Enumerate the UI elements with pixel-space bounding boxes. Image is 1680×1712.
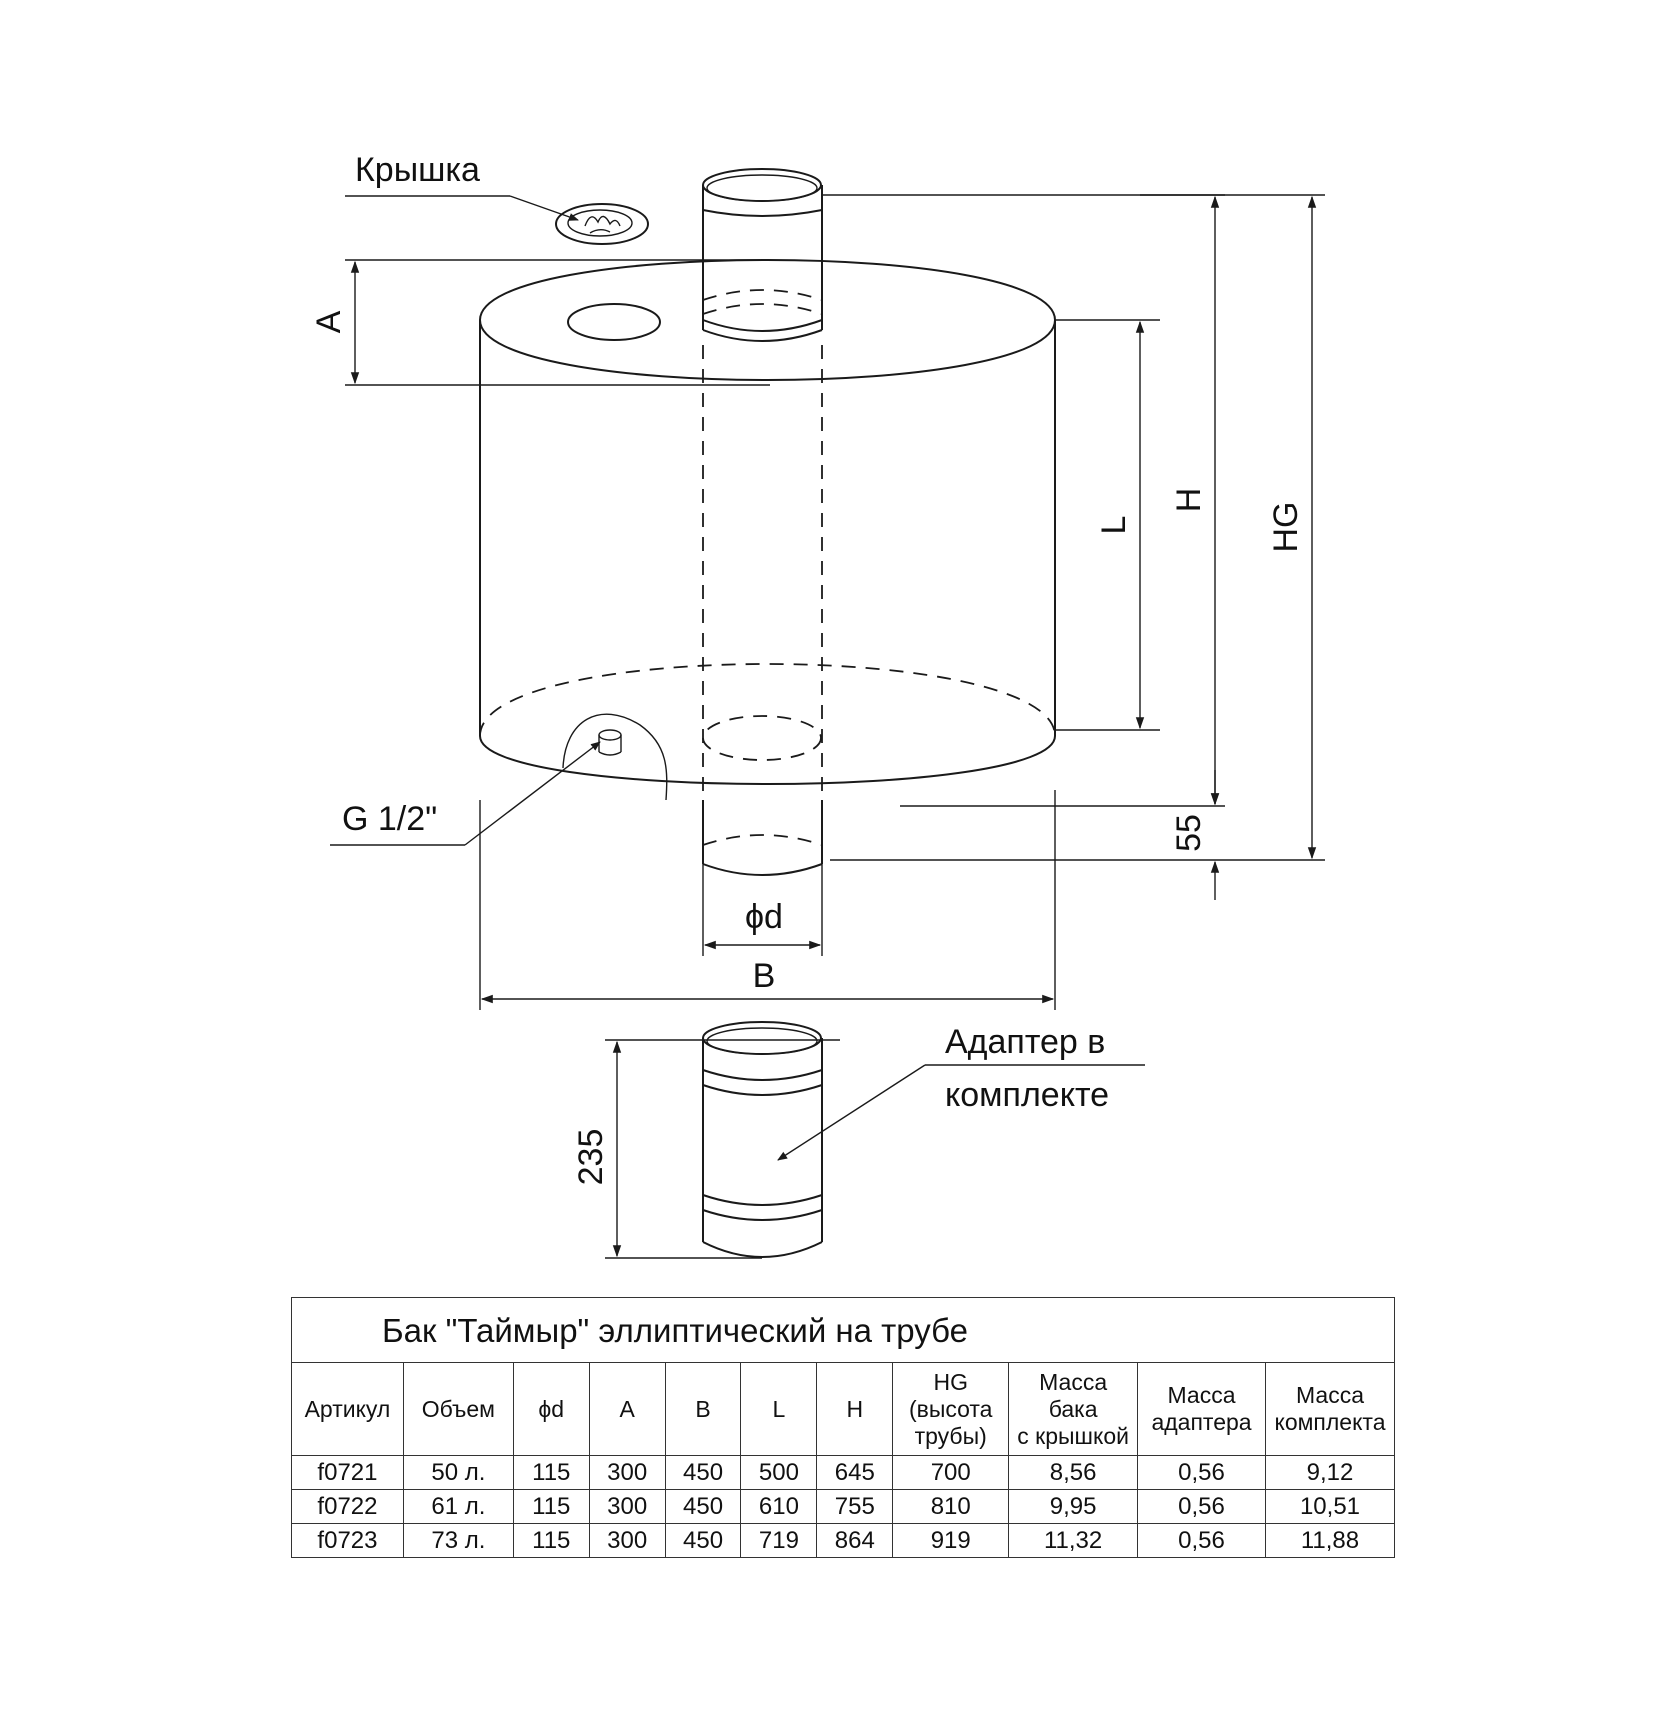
- table-cell: 0,56: [1137, 1523, 1266, 1558]
- table-cell: 0,56: [1137, 1489, 1266, 1524]
- table-cell: 9,12: [1264, 1455, 1396, 1490]
- table-cell: 73 л.: [402, 1523, 514, 1558]
- header-cell: Масса адаптера: [1137, 1362, 1266, 1456]
- table-row: f0721 50 л. 115 300 450 500 645 700 8,56…: [291, 1455, 1396, 1490]
- header-text: с крышкой: [1017, 1422, 1129, 1449]
- dim-235-label: 235: [572, 1129, 610, 1186]
- dimension-hg: [830, 194, 1325, 861]
- table-cell: 11,32: [1008, 1523, 1139, 1558]
- header-text: ϕd: [538, 1395, 565, 1422]
- top-pipe: [702, 168, 823, 342]
- header-cell: A: [588, 1362, 666, 1456]
- dim-d-label: ϕd: [745, 898, 783, 936]
- dim-hg-label: HG: [1267, 502, 1305, 553]
- header-text: A: [619, 1395, 635, 1422]
- dimension-235: [605, 1039, 840, 1259]
- header-text: H: [846, 1395, 864, 1422]
- dimension-l: [1055, 319, 1160, 731]
- header-cell: B: [664, 1362, 742, 1456]
- fitting-leader-arrow: [464, 741, 601, 846]
- header-text: Масса: [1039, 1368, 1108, 1395]
- table-cell: 645: [816, 1455, 894, 1490]
- table-cell: 300: [588, 1455, 666, 1490]
- table-row: f0722 61 л. 115 300 450 610 755 810 9,95…: [291, 1489, 1396, 1524]
- adapter-label-line2: комплекте: [945, 1076, 1109, 1114]
- dimension-d: [702, 864, 823, 956]
- table-cell: 919: [892, 1523, 1010, 1558]
- header-text: Масса: [1295, 1382, 1364, 1408]
- lid-label: Крышка: [355, 151, 480, 189]
- table-cell: 300: [588, 1523, 666, 1558]
- table-cell: 115: [512, 1523, 590, 1558]
- spec-table: Бак "Таймыр" эллиптический на трубе Арти…: [291, 1297, 1396, 1558]
- header-text: (высота: [908, 1395, 993, 1422]
- header-text: Масса: [1167, 1382, 1236, 1408]
- header-text: трубы): [914, 1422, 987, 1449]
- table-cell: 755: [816, 1489, 894, 1524]
- table-cell: 8,56: [1008, 1455, 1139, 1490]
- table-cell: f0723: [291, 1523, 404, 1558]
- table-cell: 450: [664, 1523, 742, 1558]
- table-cell: 610: [740, 1489, 818, 1524]
- header-text: L: [772, 1395, 786, 1422]
- header-cell: L: [740, 1362, 818, 1456]
- header-cell: Масса бака с крышкой: [1008, 1362, 1139, 1456]
- table-cell: 50 л.: [402, 1455, 514, 1490]
- header-text: Артикул: [304, 1395, 391, 1422]
- header-text: Объем: [421, 1395, 495, 1422]
- header-text: HG: [933, 1368, 968, 1395]
- table-cell: 864: [816, 1523, 894, 1558]
- dimension-a: [345, 259, 770, 386]
- dimension-h: [822, 194, 1225, 807]
- table-cell: 450: [664, 1489, 742, 1524]
- header-text: бака: [1048, 1395, 1098, 1422]
- dim-b-label: B: [753, 957, 776, 995]
- table-cell: 115: [512, 1455, 590, 1490]
- dim-a-label: A: [310, 310, 348, 333]
- dim-55-label: 55: [1170, 814, 1208, 852]
- table-title: Бак "Таймыр" эллиптический на трубе: [291, 1297, 1395, 1363]
- header-text: адаптера: [1151, 1409, 1252, 1435]
- table-cell: 450: [664, 1455, 742, 1490]
- header-cell: Артикул: [291, 1362, 404, 1456]
- header-cell: H: [816, 1362, 894, 1456]
- dimension-b: [479, 790, 1056, 1010]
- table-cell: 500: [740, 1455, 818, 1490]
- adapter-label-line1: Адаптер в: [945, 1023, 1105, 1061]
- lid-icon: [555, 203, 649, 245]
- adapter-pipe: [702, 1021, 823, 1258]
- header-cell: Объем: [402, 1362, 514, 1456]
- table-cell: 10,51: [1264, 1489, 1396, 1524]
- table-cell: f0722: [291, 1489, 404, 1524]
- table-cell: 0,56: [1137, 1455, 1266, 1490]
- table-cell: 11,88: [1264, 1523, 1396, 1558]
- header-cell: ϕd: [512, 1362, 590, 1456]
- table-cell: 300: [588, 1489, 666, 1524]
- header-text: B: [695, 1395, 711, 1422]
- table-cell: 810: [892, 1489, 1010, 1524]
- dim-h-label: H: [1170, 488, 1208, 513]
- header-cell: Масса комплекта: [1264, 1362, 1396, 1456]
- adapter-leader-arrow: [777, 1064, 926, 1161]
- table-cell: f0721: [291, 1455, 404, 1490]
- table-header-row: Артикул Объем ϕd A B L H HG (высота труб…: [291, 1362, 1396, 1456]
- lid-leader-arrow: [509, 195, 579, 221]
- table-cell: 719: [740, 1523, 818, 1558]
- table-cell: 9,95: [1008, 1489, 1139, 1524]
- bottom-pipe: [702, 800, 823, 876]
- dim-l-label: L: [1095, 516, 1133, 535]
- table-cell: 115: [512, 1489, 590, 1524]
- table-cell: 700: [892, 1455, 1010, 1490]
- header-cell: HG (высота трубы): [892, 1362, 1010, 1456]
- fitting-label: G 1/2": [342, 800, 437, 838]
- table-cell: 61 л.: [402, 1489, 514, 1524]
- header-text: комплекта: [1274, 1409, 1386, 1435]
- table-row: f0723 73 л. 115 300 450 719 864 919 11,3…: [291, 1523, 1396, 1558]
